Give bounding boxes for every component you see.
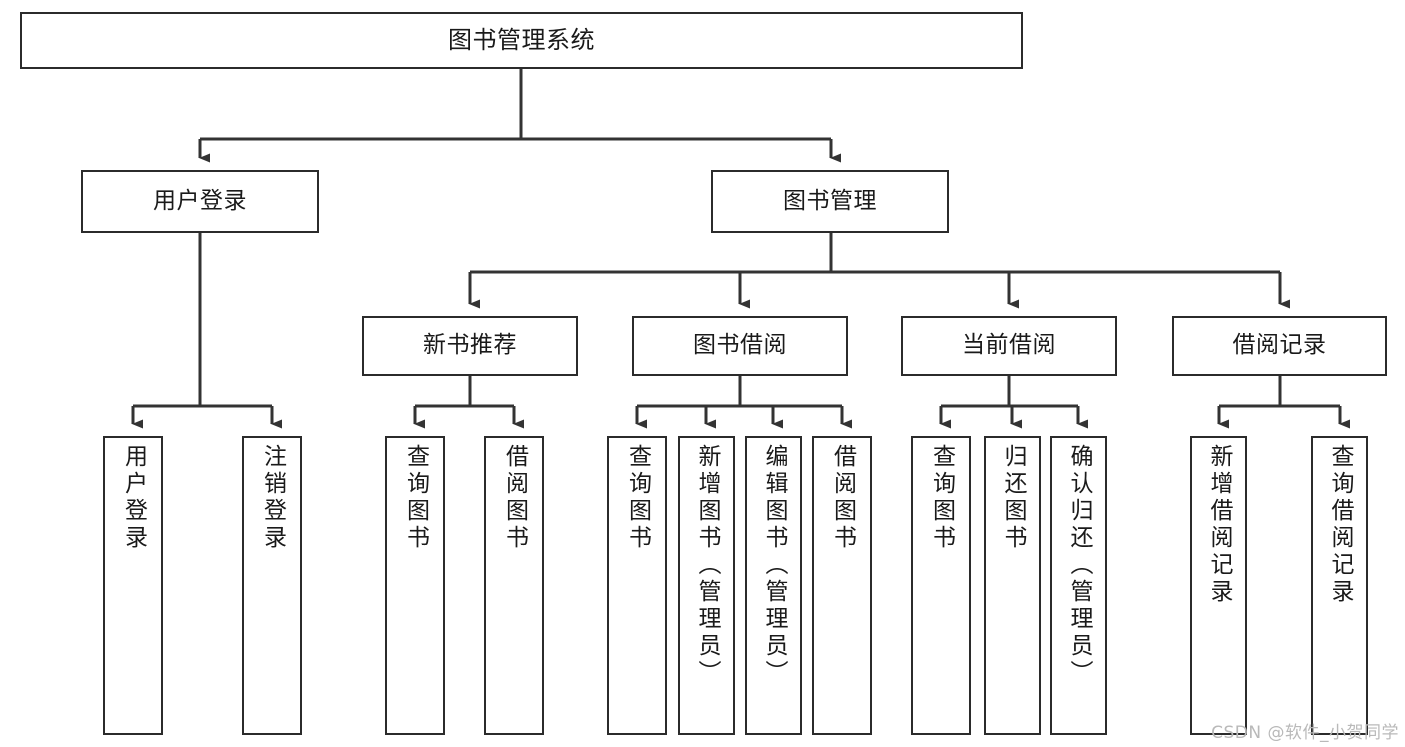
node-root-label: 图书管理系统 (448, 26, 595, 55)
leaf-query-book-borrow[interactable]: 查询图书 (607, 436, 667, 735)
node-borrow-record-label: 借阅记录 (1232, 332, 1327, 359)
leaf-query-borrow-record[interactable]: 查询借阅记录 (1311, 436, 1368, 735)
node-book-management-label: 图书管理 (783, 187, 877, 214)
node-new-book-recommend[interactable]: 新书推荐 (362, 316, 578, 376)
leaf-borrow-book-label: 借阅图书 (829, 444, 856, 552)
leaf-confirm-return-admin[interactable]: 确认归还（管理员） (1050, 436, 1107, 735)
leaf-logout-label: 注销登录 (259, 444, 286, 552)
leaf-user-login-label: 用户登录 (120, 444, 147, 552)
leaf-confirm-return-admin-label: 确认归还（管理员） (1066, 444, 1092, 687)
leaf-query-book-recommend[interactable]: 查询图书 (385, 436, 445, 735)
leaf-user-login[interactable]: 用户登录 (103, 436, 163, 735)
leaf-add-borrow-record[interactable]: 新增借阅记录 (1190, 436, 1247, 735)
leaf-query-book-borrow-label: 查询图书 (624, 444, 651, 552)
leaf-add-book-admin[interactable]: 新增图书（管理员） (678, 436, 735, 735)
node-current-borrow[interactable]: 当前借阅 (901, 316, 1117, 376)
node-new-book-recommend-label: 新书推荐 (423, 332, 517, 359)
leaf-add-borrow-record-label: 新增借阅记录 (1206, 444, 1232, 606)
node-user-login-label: 用户登录 (153, 187, 247, 214)
node-borrow-record[interactable]: 借阅记录 (1172, 316, 1387, 376)
leaf-edit-book-admin[interactable]: 编辑图书（管理员） (745, 436, 802, 735)
leaf-query-book-current-label: 查询图书 (928, 444, 955, 552)
node-current-borrow-label: 当前借阅 (962, 332, 1056, 359)
leaf-borrow-book[interactable]: 借阅图书 (812, 436, 872, 735)
leaf-query-borrow-record-label: 查询借阅记录 (1327, 444, 1353, 606)
leaf-logout[interactable]: 注销登录 (242, 436, 302, 735)
node-book-management[interactable]: 图书管理 (711, 170, 949, 233)
leaf-borrow-book-recommend-label: 借阅图书 (501, 444, 528, 552)
leaf-query-book-current[interactable]: 查询图书 (911, 436, 971, 735)
leaf-edit-book-admin-label: 编辑图书（管理员） (761, 444, 787, 687)
leaf-return-book[interactable]: 归还图书 (984, 436, 1041, 735)
node-user-login[interactable]: 用户登录 (81, 170, 319, 233)
node-root[interactable]: 图书管理系统 (20, 12, 1023, 69)
leaf-borrow-book-recommend[interactable]: 借阅图书 (484, 436, 544, 735)
leaf-add-book-admin-label: 新增图书（管理员） (694, 444, 720, 687)
node-book-borrow-label: 图书借阅 (693, 332, 787, 359)
leaf-query-book-recommend-label: 查询图书 (402, 444, 429, 552)
node-book-borrow[interactable]: 图书借阅 (632, 316, 848, 376)
leaf-return-book-label: 归还图书 (1000, 444, 1026, 552)
